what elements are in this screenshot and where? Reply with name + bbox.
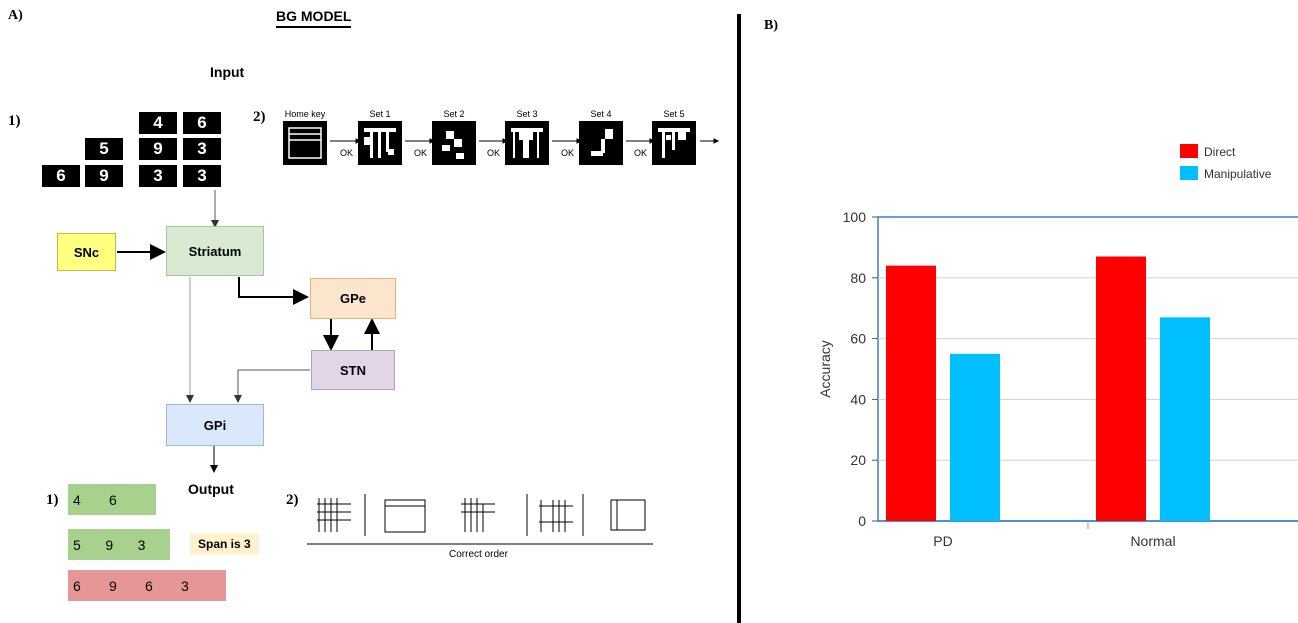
recalled-grid	[610, 499, 646, 531]
key-set-label: Set 5	[663, 109, 685, 119]
key-set-label: Set 3	[516, 109, 538, 119]
output-row: 5 9 3	[68, 529, 170, 560]
recalled-key-sequence	[307, 494, 653, 545]
input-label: Input	[210, 64, 245, 80]
striatum-to-gpe-arrow	[238, 277, 309, 305]
ok-key-label: OK	[340, 148, 354, 158]
input-section1-label: 1)	[8, 113, 21, 129]
y-tick-label: 40	[850, 391, 866, 407]
output-row: 4 6	[68, 484, 156, 515]
y-tick-label: 20	[850, 452, 866, 468]
key-set-label: Set 4	[590, 109, 612, 119]
bar	[950, 353, 1000, 521]
output-digit: 9	[105, 536, 114, 553]
recalled-grid	[317, 498, 351, 532]
span-note: Span is 3	[190, 533, 259, 555]
output-digit: 5	[73, 536, 81, 553]
output-row: 6 9 6 3	[68, 570, 226, 601]
output-digit: 6	[109, 491, 117, 508]
recalled-grid	[384, 499, 426, 533]
ok-key-label: OK	[561, 148, 575, 158]
home-key-grid	[283, 121, 327, 165]
legend-swatch	[1180, 144, 1198, 158]
key-set-grids	[283, 121, 720, 165]
digit-tile: 6	[183, 112, 221, 134]
key-set-label: Set 1	[369, 109, 391, 119]
legend-label: Direct	[1204, 145, 1236, 159]
ok-key-label: OK	[634, 148, 648, 158]
correct-order-label: Correct order	[449, 549, 508, 560]
recalled-grid	[539, 500, 573, 532]
set4-grid	[579, 121, 623, 165]
digit-tile: 6	[42, 165, 80, 187]
output-digit: 3	[137, 536, 146, 553]
snc-node: SNc	[57, 233, 116, 271]
model-title: BG MODEL	[276, 8, 352, 28]
output-section2-label: 2)	[286, 492, 299, 508]
ok-key-label: OK	[487, 148, 501, 158]
striatum-node: Striatum	[166, 226, 264, 276]
bar	[886, 265, 936, 521]
input-section2-label: 2)	[253, 109, 266, 125]
plot-frame	[877, 216, 1298, 522]
panel-divider	[737, 14, 741, 623]
set1-grid	[358, 121, 402, 165]
key-set-label: Home key	[284, 109, 326, 119]
key-set-label: Set 2	[443, 109, 465, 119]
digit-tile: 9	[139, 138, 177, 160]
output-digit: 6	[145, 577, 153, 594]
gpi-node: GPi	[166, 404, 264, 446]
digit-tile: 3	[183, 165, 221, 187]
legend-label: Manipulative	[1204, 167, 1272, 181]
bar	[1160, 317, 1210, 521]
legend-swatch	[1180, 166, 1198, 180]
output-digit: 6	[73, 577, 81, 594]
recalled-grid	[461, 498, 495, 532]
bar	[1096, 256, 1146, 521]
output-digit: 3	[181, 577, 189, 594]
digit-tile: 5	[85, 138, 123, 160]
y-tick-label: 100	[843, 209, 867, 225]
digit-tile: 3	[183, 138, 221, 160]
set3-grid	[505, 121, 549, 165]
output-digit: 4	[73, 491, 81, 508]
digit-tile: 3	[139, 165, 177, 187]
digit-tile: 9	[85, 165, 123, 187]
output-digit: 9	[109, 577, 117, 594]
circuit-connections	[117, 190, 380, 473]
y-axis-label: Accuracy	[817, 340, 833, 398]
x-tick-label: Normal	[1130, 533, 1175, 549]
stn-node: STN	[311, 350, 395, 390]
output-label: Output	[188, 481, 234, 497]
stn-to-gpi-arrow	[234, 369, 310, 403]
set5-grid	[652, 121, 696, 165]
output-section1-label: 1)	[46, 492, 59, 508]
panel-a-label: A)	[8, 8, 23, 23]
y-tick-label: 0	[858, 513, 866, 529]
ok-key-label: OK	[414, 148, 428, 158]
digit-tile: 4	[139, 112, 177, 134]
y-tick-label: 80	[850, 270, 866, 286]
y-tick-label: 60	[850, 331, 866, 347]
gpe-node: GPe	[310, 278, 396, 319]
x-tick-label: PD	[933, 533, 952, 549]
panel-b-label: B)	[764, 18, 778, 33]
set2-grid	[432, 121, 476, 165]
